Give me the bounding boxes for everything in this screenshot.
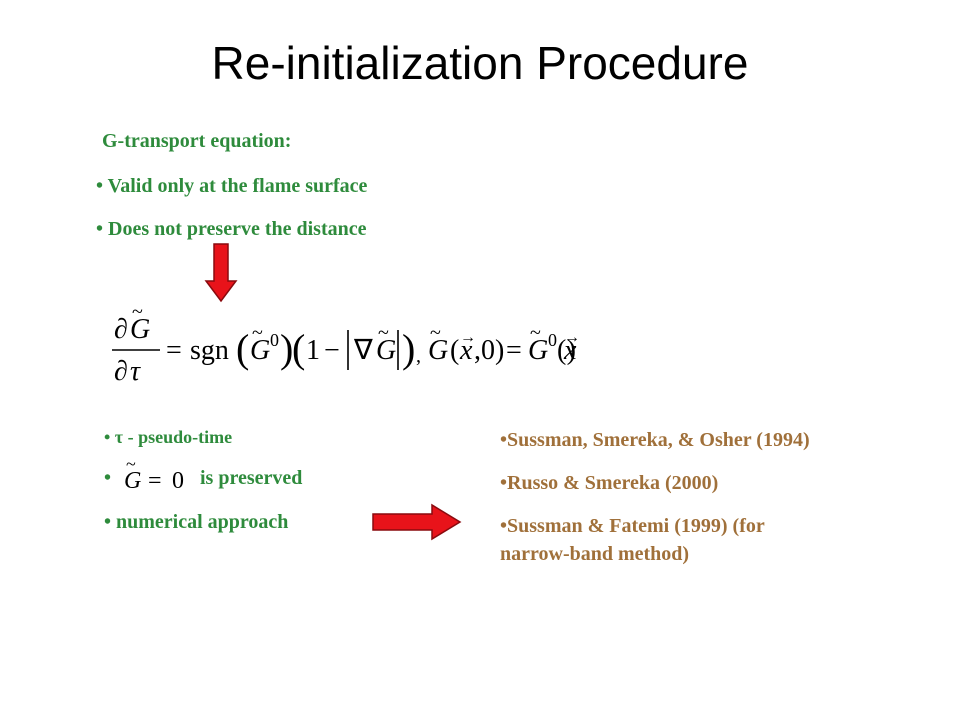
reinit-equation: ∂ G ~ ∂ τ = sgn ( G ~ 0 ) ( 1 − ∇ G ~ ) … <box>112 306 578 386</box>
svg-text:~: ~ <box>430 322 441 344</box>
right-arrow-icon <box>372 503 462 541</box>
svg-text:G: G <box>428 335 448 366</box>
svg-text:G: G <box>528 335 548 366</box>
svg-text:G: G <box>130 314 150 345</box>
svg-text:(: ( <box>557 335 566 366</box>
svg-text:G: G <box>250 335 270 366</box>
g-zero-formula: G ~ = 0 <box>124 458 184 494</box>
svg-text:0: 0 <box>172 468 184 494</box>
svg-text:x: x <box>563 335 577 366</box>
svg-text:(: ( <box>236 326 249 371</box>
svg-text:→: → <box>564 329 578 346</box>
svg-text:=: = <box>506 335 522 366</box>
svg-text:(: ( <box>450 335 459 366</box>
svg-text:(: ( <box>292 326 305 371</box>
svg-text:): ) <box>280 326 293 371</box>
svg-text:): ) <box>567 335 576 366</box>
svg-text:sgn: sgn <box>190 335 229 366</box>
svg-text:G: G <box>124 468 141 494</box>
svg-text:,: , <box>416 345 421 367</box>
bullet-not-preserve-distance: • Does not preserve the distance <box>96 218 367 240</box>
svg-text:G: G <box>376 335 396 366</box>
svg-text:∂: ∂ <box>114 314 128 345</box>
svg-text:∂: ∂ <box>114 356 128 386</box>
g-transport-heading: G-transport equation: <box>102 130 292 152</box>
svg-text:0: 0 <box>270 330 279 350</box>
svg-text:~: ~ <box>378 322 389 344</box>
svg-text:~: ~ <box>252 322 263 344</box>
svg-text:~: ~ <box>530 322 541 344</box>
slide-title: Re-initialization Procedure <box>211 37 749 89</box>
svg-text:): ) <box>402 326 415 371</box>
down-arrow-icon <box>204 243 238 303</box>
bullet-preserved-text: is preserved <box>200 467 303 489</box>
bullet-numerical-approach: • numerical approach <box>104 511 289 533</box>
svg-text:~: ~ <box>126 458 136 474</box>
bullet-pseudo-time: • τ - pseudo-time <box>104 427 233 447</box>
svg-text:=: = <box>148 468 162 494</box>
reference-russo-2000: •Russo & Smereka (2000) <box>500 472 719 494</box>
svg-text:0: 0 <box>548 330 557 350</box>
reference-sussman-1994: •Sussman, Smereka, & Osher (1994) <box>500 429 810 451</box>
bullet-valid-flame-surface: • Valid only at the flame surface <box>96 175 368 197</box>
svg-text:∇: ∇ <box>353 335 373 366</box>
svg-text:x: x <box>459 335 473 366</box>
svg-text:=: = <box>166 335 182 366</box>
svg-text:1: 1 <box>306 335 320 366</box>
svg-text:~: ~ <box>132 306 143 323</box>
svg-text:−: − <box>324 335 340 366</box>
reference-sussman-fatemi-cont: narrow-band method) <box>500 543 690 565</box>
bullet-preserved-marker: • <box>104 467 112 489</box>
svg-text:→: → <box>460 329 476 346</box>
svg-text:τ: τ <box>130 356 141 386</box>
reference-sussman-fatemi-1999: •Sussman & Fatemi (1999) (for <box>500 515 765 537</box>
svg-text:,0): ,0) <box>474 335 504 366</box>
